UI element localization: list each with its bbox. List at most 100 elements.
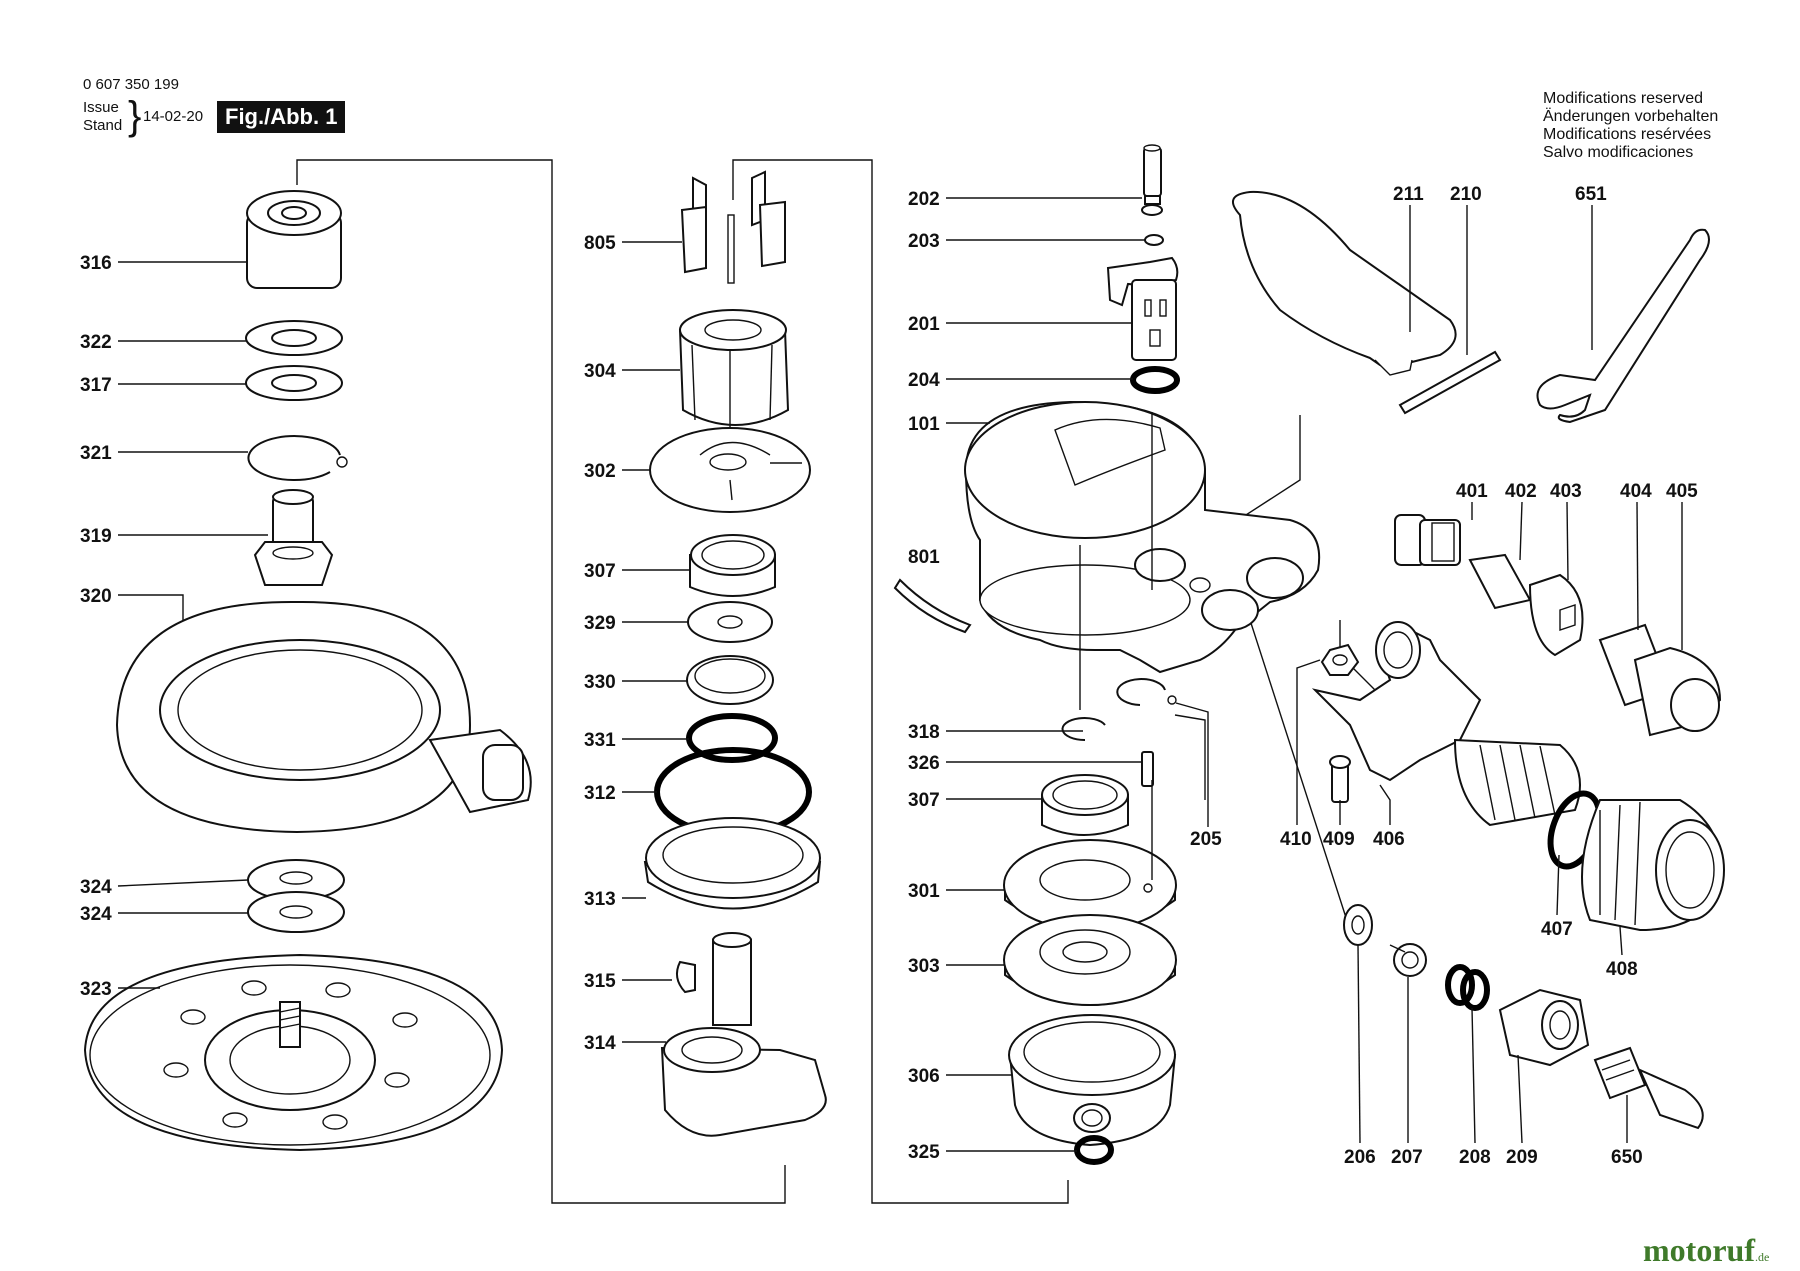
- part-301-end-plate: [1003, 839, 1177, 931]
- part-307b-ball-bearing: [1041, 774, 1129, 836]
- part-label-321: 321: [80, 443, 112, 464]
- part-label-301: 301: [908, 881, 940, 902]
- part-201-valve-lever: [1106, 256, 1179, 361]
- leader-lines: [117, 197, 1683, 1152]
- issue-label: Issue: [83, 99, 119, 116]
- part-label-322: 322: [80, 332, 112, 353]
- part-label-319: 319: [80, 526, 112, 547]
- part-302-end-plate: [649, 427, 811, 513]
- part-hose-adapter: [1453, 738, 1581, 827]
- part-315-key: [675, 960, 696, 994]
- part-313-ring: [643, 817, 822, 910]
- brace-icon: }: [128, 94, 142, 138]
- part-label-317: 317: [80, 375, 112, 396]
- part-label-326: 326: [908, 753, 940, 774]
- document-number: 0 607 350 199: [83, 76, 179, 93]
- part-208-spring: [1445, 964, 1490, 1011]
- part-label-331: 331: [584, 730, 616, 751]
- part-303-end-plate: [1003, 914, 1177, 1006]
- watermark-brand: motoruf: [1643, 1232, 1755, 1268]
- part-331-o-ring: [686, 713, 778, 763]
- part-205-circlip: [1116, 678, 1177, 706]
- part-406-bracket: [1311, 621, 1482, 782]
- part-651-wrench: [1536, 228, 1710, 424]
- part-label-409: 409: [1323, 829, 1355, 850]
- part-label-320: 320: [80, 586, 112, 607]
- part-label-402: 402: [1505, 481, 1537, 502]
- part-320-shroud: [115, 600, 532, 834]
- part-label-211: 211: [1393, 184, 1424, 205]
- part-label-206: 206: [1344, 1147, 1376, 1168]
- part-805-vanes: [680, 170, 786, 284]
- part-319-nipple: [253, 489, 334, 586]
- part-label-207: 207: [1391, 1147, 1423, 1168]
- part-label-312: 312: [584, 783, 616, 804]
- part-label-307a: 307: [584, 561, 616, 582]
- part-403-nozzle: [1528, 573, 1584, 657]
- part-label-303: 303: [908, 956, 940, 977]
- part-label-324a: 324: [80, 877, 112, 898]
- part-410-nut: [1320, 643, 1360, 676]
- part-label-404: 404: [1620, 481, 1652, 502]
- part-329-washer: [687, 601, 773, 643]
- part-label-410: 410: [1280, 829, 1312, 850]
- part-label-324b: 324: [80, 904, 112, 925]
- part-325-o-ring: [1074, 1135, 1114, 1165]
- part-322-washer: [245, 320, 343, 356]
- part-321-retaining-ring: [247, 435, 348, 482]
- part-307a-ball-bearing: [689, 534, 776, 597]
- part-323-sanding-pad: [83, 953, 504, 1152]
- part-label-201: 201: [908, 314, 940, 335]
- part-402-bushing: [1468, 553, 1532, 610]
- part-101-housing: [964, 400, 1321, 674]
- part-label-209: 209: [1506, 1147, 1538, 1168]
- notice-line-de: Änderungen vorbehalten: [1543, 108, 1719, 125]
- part-label-203: 203: [908, 231, 940, 252]
- watermark-logo: motoruf.de: [1643, 1232, 1769, 1269]
- part-label-204: 204: [908, 370, 940, 391]
- part-label-208: 208: [1459, 1147, 1491, 1168]
- part-202-valve-pin: [1141, 144, 1163, 216]
- part-label-408: 408: [1606, 959, 1638, 980]
- part-314-eccentric-spindle: [660, 932, 827, 1137]
- part-label-316: 316: [80, 253, 112, 274]
- part-204-o-ring: [1130, 366, 1180, 394]
- part-label-307b: 307: [908, 790, 940, 811]
- issue-date: 14-02-20: [143, 108, 204, 125]
- part-label-650: 650: [1611, 1147, 1643, 1168]
- part-801-gasket-strip: [893, 578, 972, 634]
- part-306-cylinder-housing: [1008, 1014, 1177, 1147]
- stand-label: Stand: [83, 117, 123, 134]
- notice-line-en: Modifications reserved: [1543, 90, 1704, 107]
- part-label-651: 651: [1575, 184, 1607, 205]
- part-label-405: 405: [1666, 481, 1698, 502]
- part-label-406: 406: [1373, 829, 1405, 850]
- part-304-rotor-cylinder: [678, 309, 790, 430]
- part-650-connector: [1593, 1046, 1704, 1130]
- part-label-329: 329: [584, 613, 616, 634]
- part-206-washer: [1343, 904, 1373, 946]
- part-330-ring: [686, 655, 774, 705]
- part-label-210: 210: [1450, 184, 1482, 205]
- part-label-325: 325: [908, 1142, 940, 1163]
- part-209-nut: [1498, 988, 1590, 1067]
- part-326-pin: [1141, 751, 1154, 787]
- part-318-circlip: [1061, 717, 1106, 742]
- part-label-101: 101: [908, 414, 940, 435]
- assembly-guide-lines: [296, 159, 1376, 1204]
- part-label-205: 205: [1190, 829, 1222, 850]
- notice-line-fr: Modifications resérvées: [1543, 126, 1712, 143]
- part-label-401: 401: [1456, 481, 1488, 502]
- part-409-screw: [1329, 755, 1351, 803]
- part-324-washers: [247, 859, 345, 933]
- part-label-323: 323: [80, 979, 112, 1000]
- part-label-805: 805: [584, 233, 616, 254]
- part-211-cover: [1231, 190, 1457, 376]
- part-label-314: 314: [584, 1033, 616, 1054]
- figure-badge: Fig./Abb. 1: [217, 101, 346, 133]
- watermark-suffix: .de: [1754, 1250, 1770, 1264]
- part-label-304: 304: [584, 361, 616, 382]
- part-408-bellows: [1581, 799, 1725, 932]
- part-label-313: 313: [584, 889, 616, 910]
